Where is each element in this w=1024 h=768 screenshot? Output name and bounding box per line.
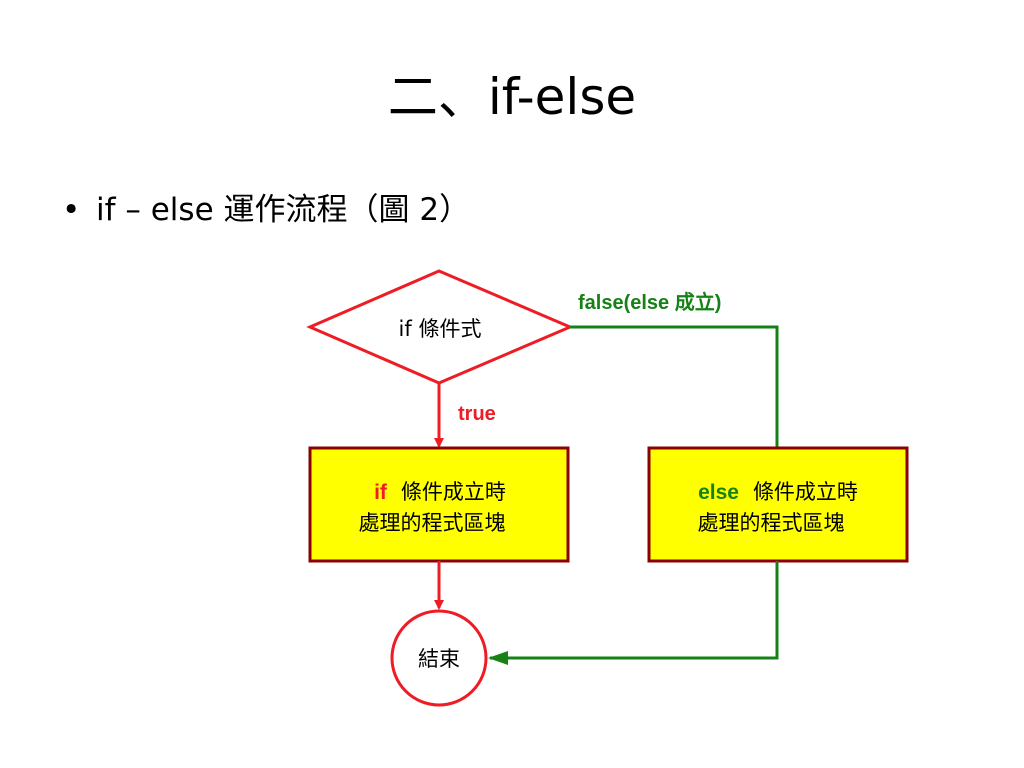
else-block-line1: else 條件成立時 xyxy=(698,480,858,504)
if-block xyxy=(308,446,570,563)
end-label: 結束 xyxy=(418,647,460,671)
true-label: true xyxy=(458,403,496,425)
if-block-condition: 條件成立時 xyxy=(401,480,506,504)
decision-label: if 條件式 xyxy=(399,317,482,341)
if-block-line2: 處理的程式區塊 xyxy=(359,511,506,535)
decision-keyword: if xyxy=(399,317,413,341)
if-block-keyword: if xyxy=(374,481,388,504)
decision-condition: 條件式 xyxy=(412,317,482,341)
false-edge xyxy=(570,325,779,448)
else-block-condition: 條件成立時 xyxy=(753,480,858,504)
slide-title: 二、if-else xyxy=(387,68,637,126)
bullet-item: • if – else 運作流程（圖 2） xyxy=(62,188,470,232)
false-label: false(else 成立) xyxy=(578,290,721,314)
else-block xyxy=(647,446,909,563)
end-node xyxy=(390,609,488,707)
bullet-marker: • xyxy=(62,192,81,228)
else-to-end-edge xyxy=(488,561,779,665)
if-block-line1: if 條件成立時 xyxy=(374,480,506,504)
bullet-text: if – else 運作流程（圖 2） xyxy=(96,192,471,228)
else-block-keyword: else xyxy=(698,481,739,504)
else-block-line2: 處理的程式區塊 xyxy=(698,511,845,535)
